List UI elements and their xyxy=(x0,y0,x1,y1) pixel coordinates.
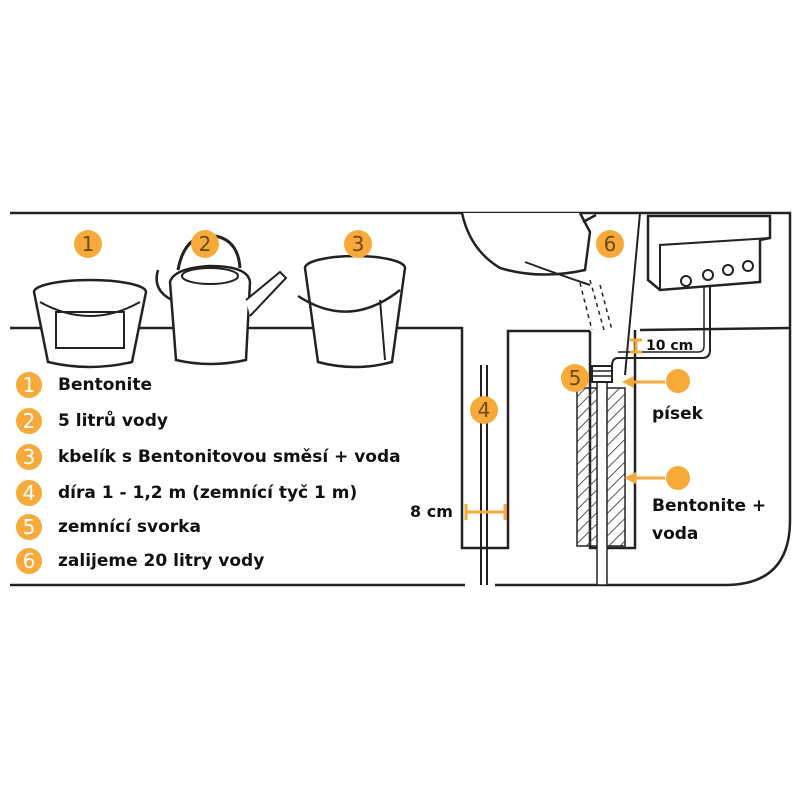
marker-2: 2 xyxy=(191,230,219,258)
legend-item-5: 5 zemnící svorka xyxy=(16,512,201,542)
legend-badge: 4 xyxy=(16,480,42,506)
legend-text: zalijeme 20 litry vody xyxy=(58,551,265,571)
marker-5: 5 xyxy=(561,364,589,392)
marker-bentonite-dot xyxy=(666,466,690,490)
legend-badge: 6 xyxy=(16,548,42,574)
marker-sand-dot xyxy=(666,369,690,393)
ground-clamp xyxy=(591,365,613,383)
watering-can xyxy=(155,234,288,366)
legend-text: zemnící svorka xyxy=(58,517,201,537)
legend-text: díra 1 - 1,2 m (zemnící tyč 1 m) xyxy=(58,483,358,503)
legend-item-4: 4 díra 1 - 1,2 m (zemnící tyč 1 m) xyxy=(16,478,357,508)
label-sand: písek xyxy=(652,404,703,424)
legend-item-1: 1 Bentonite xyxy=(16,370,152,400)
marker-6: 6 xyxy=(596,230,624,258)
legend-badge: 2 xyxy=(16,408,42,434)
ground-line-right xyxy=(639,326,791,332)
legend-text: 5 litrů vody xyxy=(58,411,168,431)
marker-4: 4 xyxy=(470,396,498,424)
bucket-3 xyxy=(297,254,407,369)
ground-rod-right xyxy=(596,379,608,586)
legend-item-3: 3 kbelík s Bentonitovou směsí + voda xyxy=(16,442,401,472)
legend-badge: 5 xyxy=(16,514,42,540)
legend-badge: 1 xyxy=(16,372,42,398)
legend-badge: 3 xyxy=(16,444,42,470)
ground-wire xyxy=(611,283,711,367)
label-8cm: 8 cm xyxy=(410,502,453,521)
frame-border xyxy=(10,211,792,587)
bucket-1 xyxy=(32,278,148,369)
label-10cm: 10 cm xyxy=(646,338,694,354)
marker-3: 3 xyxy=(344,230,372,258)
electric-box xyxy=(646,214,772,292)
label-bentonite-1: Bentonite + xyxy=(652,496,767,516)
legend-item-2: 2 5 litrů vody xyxy=(16,406,168,436)
label-bentonite-2: voda xyxy=(652,524,699,544)
legend-item-6: 6 zalijeme 20 litry vody xyxy=(16,546,264,576)
legend-text: kbelík s Bentonitovou směsí + voda xyxy=(58,447,401,467)
marker-1: 1 xyxy=(74,230,102,258)
pouring-bucket xyxy=(460,212,613,331)
legend-text: Bentonite xyxy=(58,375,152,395)
